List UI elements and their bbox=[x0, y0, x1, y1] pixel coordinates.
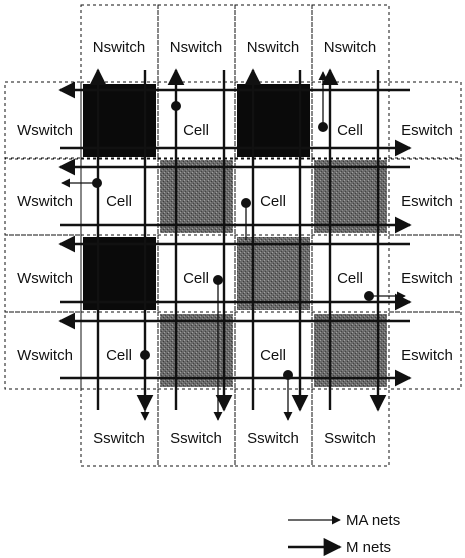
cell-blocks bbox=[83, 84, 387, 387]
nets bbox=[58, 68, 412, 421]
connection-dot bbox=[241, 198, 251, 208]
connection-dots bbox=[92, 101, 374, 380]
connection-dot bbox=[364, 291, 374, 301]
nswitch-label: Nswitch bbox=[247, 39, 300, 56]
sswitch-label: Sswitch bbox=[247, 430, 299, 447]
cell-box bbox=[311, 311, 390, 390]
m-nets-legend-label: M nets bbox=[346, 539, 391, 556]
connection-dot bbox=[283, 370, 293, 380]
cell-box bbox=[80, 81, 159, 160]
gray-cell-block bbox=[314, 160, 387, 233]
eswitch-label: Eswitch bbox=[401, 270, 453, 287]
black-cell-block bbox=[237, 84, 310, 157]
cell-box bbox=[234, 311, 313, 390]
wswitch-box bbox=[4, 157, 82, 236]
cell-label: Cell bbox=[337, 122, 363, 139]
cell-box bbox=[157, 311, 236, 390]
dashed-grid bbox=[4, 4, 462, 467]
cell-box bbox=[157, 81, 236, 160]
west-switches: Wswitch Wswitch Wswitch Wswitch bbox=[17, 122, 73, 364]
gray-cell-block bbox=[237, 237, 310, 310]
cell-box bbox=[234, 81, 313, 160]
nswitch-label: Nswitch bbox=[93, 39, 146, 56]
wswitch-label: Wswitch bbox=[17, 122, 73, 139]
cell-box bbox=[80, 311, 159, 390]
eswitch-label: Eswitch bbox=[401, 122, 453, 139]
nswitch-label: Nswitch bbox=[324, 39, 377, 56]
connection-dot bbox=[171, 101, 181, 111]
cell-label: Cell bbox=[260, 347, 286, 364]
ma-nets-legend-label: MA nets bbox=[346, 512, 400, 529]
eswitch-label: Eswitch bbox=[401, 347, 453, 364]
east-switches: Eswitch Eswitch Eswitch Eswitch bbox=[401, 122, 453, 364]
connection-dot bbox=[140, 350, 150, 360]
north-switches: Nswitch Nswitch Nswitch Nswitch bbox=[93, 39, 377, 56]
cell-label: Cell bbox=[106, 193, 132, 210]
wswitch-label: Wswitch bbox=[17, 270, 73, 287]
nswitch-label: Nswitch bbox=[170, 39, 223, 56]
cell-label: Cell bbox=[183, 122, 209, 139]
connection-dot bbox=[213, 275, 223, 285]
cell-label: Cell bbox=[260, 193, 286, 210]
wswitch-label: Wswitch bbox=[17, 193, 73, 210]
cell-label: Cell bbox=[106, 347, 132, 364]
gray-cell-block bbox=[160, 160, 233, 233]
gray-cell-block bbox=[160, 314, 233, 387]
legend: MA nets M nets bbox=[288, 512, 400, 557]
connection-dot bbox=[92, 178, 102, 188]
sswitch-label: Sswitch bbox=[324, 430, 376, 447]
connection-dot bbox=[318, 122, 328, 132]
sswitch-label: Sswitch bbox=[93, 430, 145, 447]
cell-labels: Cell Cell Cell Cell Cell Cell Cell Cell bbox=[106, 122, 363, 364]
wswitch-box bbox=[4, 81, 82, 160]
cell-label: Cell bbox=[337, 270, 363, 287]
wswitch-label: Wswitch bbox=[17, 347, 73, 364]
eswitch-label: Eswitch bbox=[401, 193, 453, 210]
sswitch-box bbox=[80, 388, 159, 467]
cell-box bbox=[311, 81, 390, 160]
wswitch-box bbox=[4, 234, 82, 313]
gray-cell-block bbox=[314, 314, 387, 387]
south-switches: Sswitch Sswitch Sswitch Sswitch bbox=[93, 430, 376, 447]
wswitch-box bbox=[4, 311, 82, 390]
cell-label: Cell bbox=[183, 270, 209, 287]
sswitch-label: Sswitch bbox=[170, 430, 222, 447]
